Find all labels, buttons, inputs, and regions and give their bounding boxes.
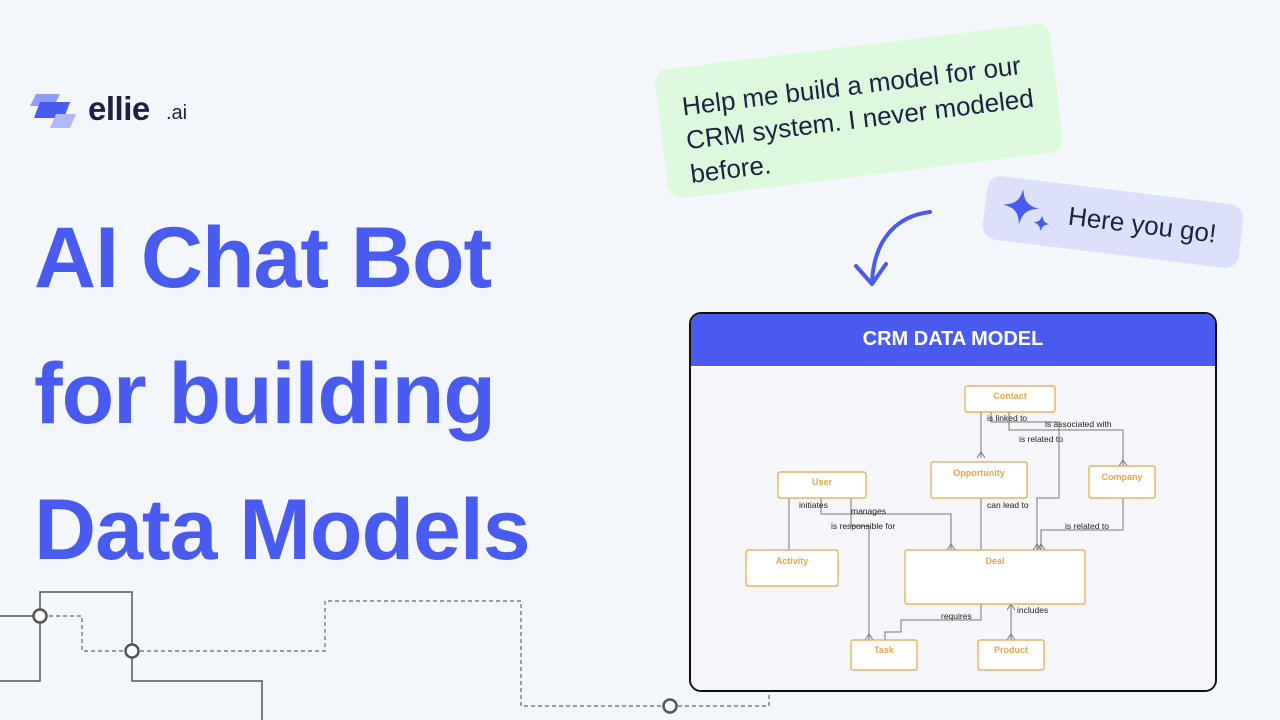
ellie-logo-icon bbox=[30, 94, 76, 128]
entity-company: Company bbox=[1101, 472, 1142, 482]
rel-is-linked-to: is linked to bbox=[987, 413, 1027, 423]
sparkle-icon bbox=[1003, 188, 1050, 232]
entity-deal: Deal bbox=[985, 556, 1004, 566]
entity-activity: Activity bbox=[776, 556, 809, 566]
rel-requires: requires bbox=[941, 611, 972, 621]
rel-can-lead-to: can lead to bbox=[987, 500, 1029, 510]
data-model-card: CRM DATA MODEL bbox=[689, 312, 1217, 692]
diagram-header: CRM DATA MODEL bbox=[691, 314, 1215, 366]
entity-product: Product bbox=[994, 645, 1028, 655]
rel-is-responsible-for: is responsible for bbox=[831, 521, 895, 531]
er-diagram: Contact User Opportunity Company Activit… bbox=[745, 385, 1156, 671]
entity-opportunity: Opportunity bbox=[953, 468, 1005, 478]
rel-is-related-to-bottom: is related to bbox=[1065, 521, 1109, 531]
rel-is-associated-with: is associated with bbox=[1045, 419, 1112, 429]
brand-suffix: .ai bbox=[166, 102, 188, 124]
rel-includes: includes bbox=[1017, 605, 1048, 615]
entity-user: User bbox=[812, 477, 833, 487]
brand-name: ellie bbox=[88, 90, 150, 127]
diagram-canvas: Contact User Opportunity Company Activit… bbox=[691, 368, 1215, 690]
rel-is-related-to-top: is related to bbox=[1019, 434, 1063, 444]
curved-arrow-icon bbox=[854, 210, 932, 286]
headline-line-2: for building bbox=[34, 346, 496, 442]
rel-initiates: initiates bbox=[799, 500, 828, 510]
bot-chat-bubble: Here you go! bbox=[981, 174, 1245, 270]
headline-line-3: Data Models bbox=[34, 482, 531, 578]
headline-line-1: AI Chat Bot bbox=[34, 210, 492, 306]
rel-manages: manages bbox=[851, 506, 886, 516]
headline: AI Chat Bot for building Data Models bbox=[34, 190, 531, 598]
entity-contact: Contact bbox=[993, 391, 1027, 401]
entity-task: Task bbox=[874, 645, 895, 655]
bot-message: Here you go! bbox=[1066, 200, 1219, 249]
diagram-title: CRM DATA MODEL bbox=[862, 328, 1044, 350]
